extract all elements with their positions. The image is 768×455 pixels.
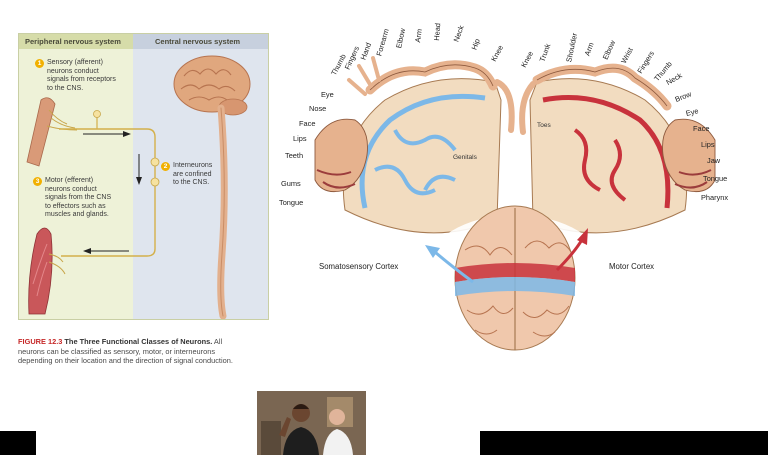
label-toes: Toes	[537, 122, 551, 129]
somatosensory-cortex-label: Somatosensory Cortex	[319, 262, 399, 271]
label-head: Head	[432, 22, 443, 41]
brain-top-view	[454, 205, 576, 351]
label-eye-sensory: Eye	[321, 90, 334, 99]
cortex-illustration	[314, 56, 716, 351]
label-tongue-motor: Tongue	[703, 174, 728, 183]
letterbox-right	[480, 431, 768, 455]
muscle-effector	[28, 227, 53, 315]
motor-cortex-label: Motor Cortex	[609, 262, 655, 271]
letterbox-left	[0, 431, 36, 455]
label-jaw: Jaw	[707, 156, 721, 165]
label-arm-sensory: Arm	[413, 28, 424, 43]
brain-illustration	[173, 55, 251, 116]
label-lips-motor: Lips	[701, 140, 715, 149]
interneuron-step: 2 Interneurons are confined to the CNS.	[161, 162, 212, 188]
pns-header: Peripheral nervous system	[19, 34, 133, 49]
step-1-badge: 1	[35, 59, 44, 68]
label-gums: Gums	[281, 179, 301, 188]
sensory-cortex-section	[314, 56, 515, 234]
sensory-neuron-step: 1 Sensory (afferent) neurons conduct sig…	[35, 59, 116, 93]
caption-label: FIGURE 12.3	[18, 337, 63, 346]
neuron-classes-figure: Peripheral nervous system Central nervou…	[18, 33, 269, 320]
label-tongue-sensory: Tongue	[279, 198, 304, 207]
label-teeth: Teeth	[285, 151, 304, 160]
webcam-video	[257, 391, 366, 455]
label-nose: Nose	[309, 104, 327, 113]
step-3-badge: 3	[33, 177, 42, 186]
figure-caption: FIGURE 12.3 The Three Functional Classes…	[18, 337, 233, 366]
label-pharynx: Pharynx	[701, 193, 729, 202]
label-face-motor: Face	[693, 124, 710, 133]
step-2-badge: 2	[161, 162, 170, 171]
motor-cortex-section	[519, 63, 716, 234]
label-face-sensory: Face	[299, 119, 316, 128]
cns-header: Central nervous system	[133, 34, 268, 49]
caption-title: The Three Functional Classes of Neurons.	[64, 337, 213, 346]
label-lips-sensory: Lips	[293, 134, 307, 143]
label-genitals: Genitals	[453, 154, 477, 161]
neuron-pathway-illustration	[26, 55, 251, 319]
skin-receptor	[26, 97, 56, 167]
sensory-arrow	[434, 250, 474, 284]
homunculus-diagram: Eye Nose Face Lips Teeth Gums Tongue Thu…	[275, 20, 755, 365]
sensory-pathway	[59, 128, 156, 257]
webcam-overlay	[257, 391, 366, 455]
motor-neuron-step: 3 Motor (efferent) neurons conduct signa…	[33, 177, 111, 220]
